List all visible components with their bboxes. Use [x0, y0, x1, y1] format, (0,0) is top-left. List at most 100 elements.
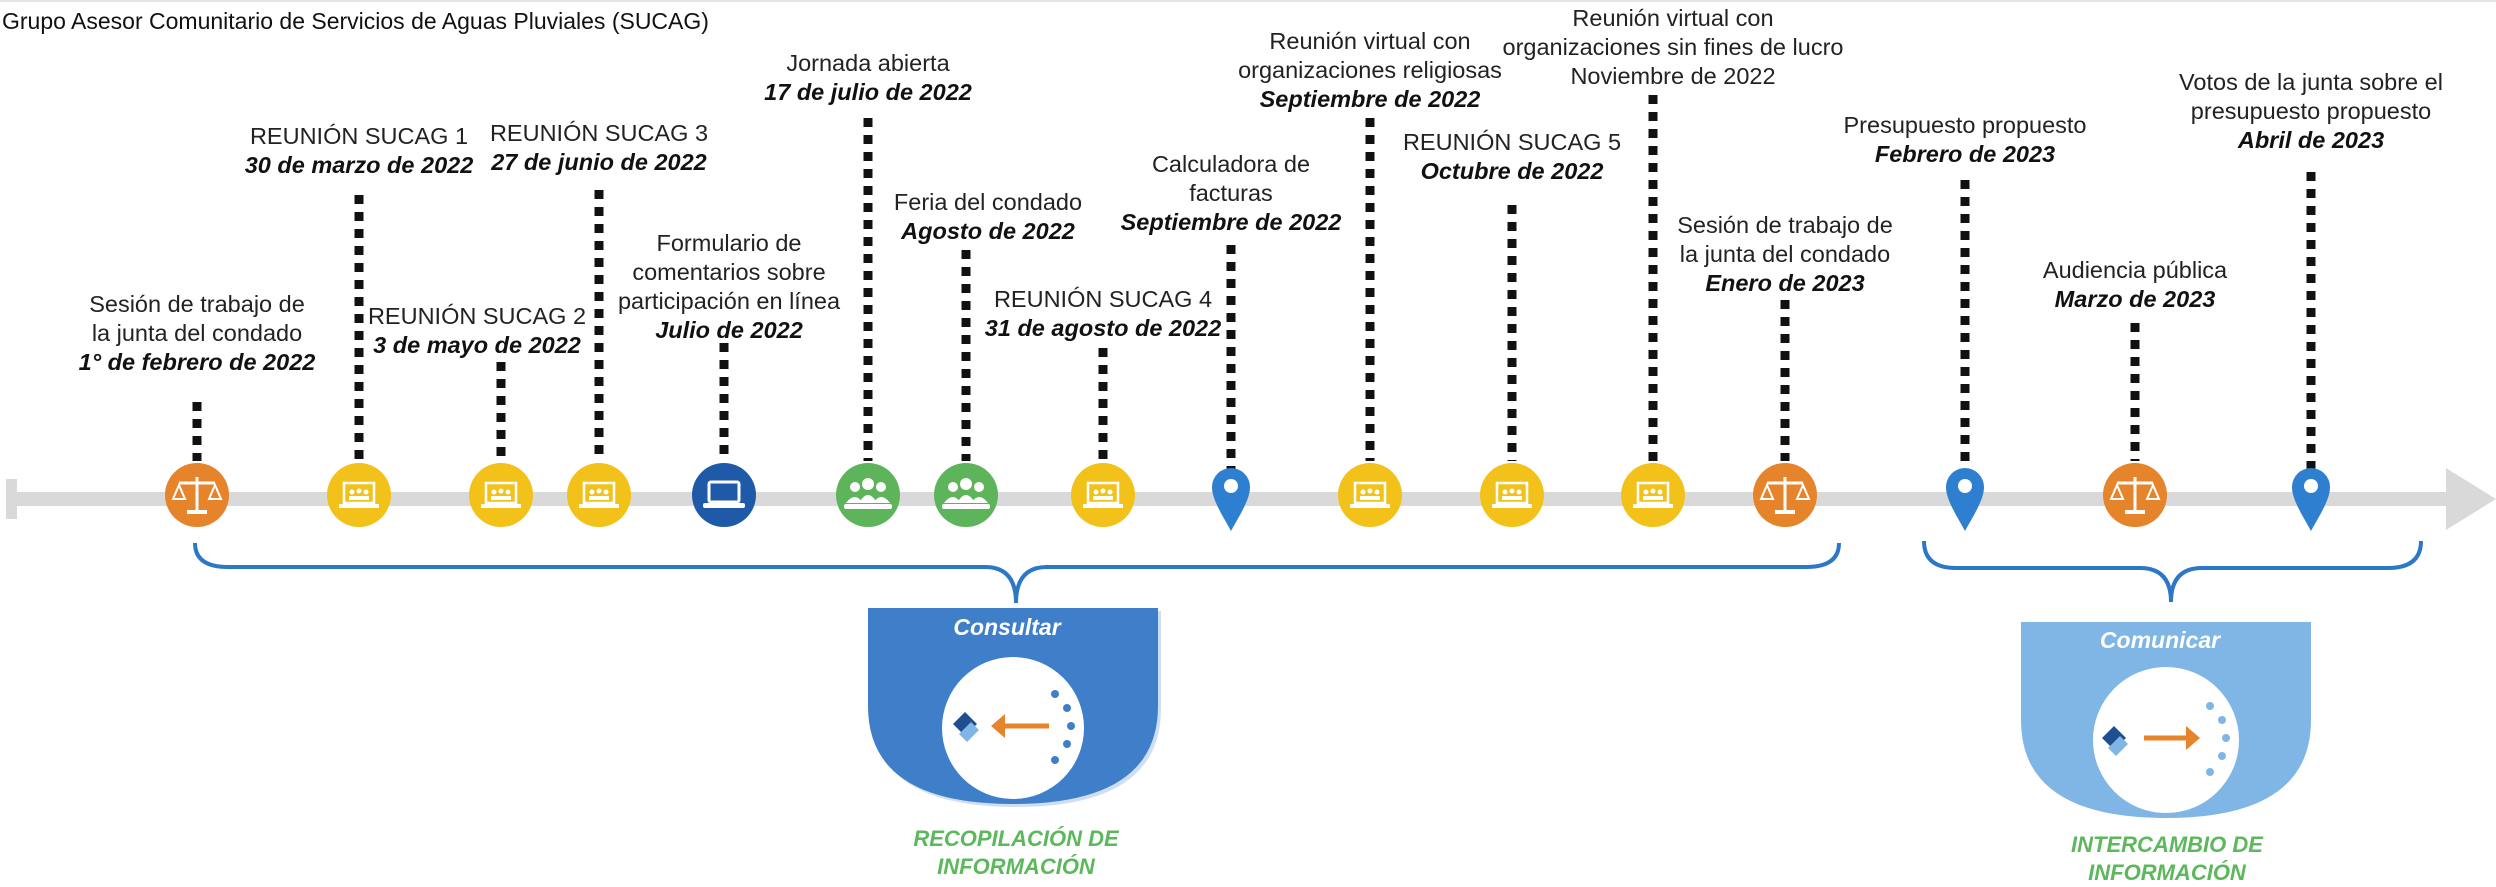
event-text-line: Jornada abierta — [786, 50, 950, 76]
event-date: 27 de junio de 2022 — [491, 149, 707, 175]
event-label-e12: Reunión virtual con organizaciones sin fi… — [1503, 4, 1844, 91]
marker-e3 — [469, 463, 533, 527]
laptop-meeting-icon — [1338, 463, 1402, 527]
event-text-line: organizaciones religiosas — [1238, 57, 1502, 83]
location-pin-icon — [1212, 468, 1250, 531]
marker-e4 — [567, 463, 631, 527]
event-date: 3 de mayo de 2022 — [373, 332, 581, 358]
consult-badge-title: Consultar — [953, 614, 1061, 640]
marker-e11 — [1480, 463, 1544, 527]
event-text-line: la junta del condado — [91, 320, 303, 346]
page-title: Grupo Asesor Comunitario de Servicios de… — [2, 8, 709, 34]
marker-e2 — [327, 463, 391, 527]
marker-e6 — [836, 463, 900, 527]
communicate-caption-line-2: INFORMACIÓN — [2088, 860, 2246, 885]
event-date: 30 de marzo de 2022 — [244, 152, 474, 178]
laptop-meeting-icon — [567, 463, 631, 527]
event-text-line: organizaciones sin fines de lucro — [1502, 34, 1844, 60]
consult-caption-line-1: RECOPILACIÓN DE — [913, 826, 1119, 851]
laptop-meeting-icon — [327, 463, 391, 527]
laptop-icon — [692, 463, 756, 527]
event-text-line: REUNIÓN SUCAG 1 — [249, 123, 469, 149]
consult-caption: RECOPILACIÓN DE INFORMACIÓN — [913, 825, 1118, 881]
communicate-badge-title: Comunicar — [2099, 627, 2221, 653]
event-label-e3: REUNIÓN SUCAG 2 3 de mayo de 2022 — [368, 302, 586, 360]
event-date: Marzo de 2023 — [2054, 286, 2216, 312]
marker-e1 — [165, 463, 229, 527]
laptop-meeting-icon — [1071, 463, 1135, 527]
arrow-out-icon — [2102, 726, 2200, 756]
event-date: 31 de agosto de 2022 — [984, 315, 1222, 341]
event-date: 17 de julio de 2022 — [764, 79, 972, 105]
event-markers — [165, 463, 2330, 531]
event-date: Septiembre de 2022 — [1120, 209, 1342, 235]
event-text-line: Presupuesto propuesto — [1843, 112, 2087, 138]
location-pin-icon — [2292, 468, 2330, 531]
marker-e12 — [1621, 463, 1685, 527]
event-text-line: la junta del condado — [1679, 241, 1891, 267]
marker-e13 — [1753, 463, 1817, 527]
top-border — [0, 0, 2496, 2]
event-label-e2: REUNIÓN SUCAG 1 30 de marzo de 2022 — [245, 122, 474, 180]
event-text-line: REUNIÓN SUCAG 4 — [993, 286, 1213, 312]
event-text-line: REUNIÓN SUCAG 2 — [367, 303, 587, 329]
event-text-line: REUNIÓN SUCAG 5 — [1402, 129, 1622, 155]
event-text-line: facturas — [1189, 180, 1273, 206]
arrow-in-icon — [953, 712, 1049, 742]
event-text-line: Votos de la junta sobre el — [2179, 69, 2443, 95]
people-icon — [836, 463, 900, 527]
event-label-e6: Jornada abierta 17 de julio de 2022 — [764, 49, 972, 107]
people-icon — [934, 463, 998, 527]
communicate-badge — [2021, 622, 2311, 818]
location-pin-icon — [1946, 468, 1984, 531]
marker-e15 — [2103, 463, 2167, 527]
event-date: Octubre de 2022 — [1420, 158, 1604, 184]
marker-e7 — [934, 463, 998, 527]
communicate-caption-line-1: INTERCAMBIO DE — [2071, 832, 2263, 857]
event-text-line: Noviembre de 2022 — [1570, 63, 1776, 89]
consult-badge — [868, 608, 1161, 807]
event-label-e1: Sesión de trabajo de la junta del condado… — [79, 290, 316, 377]
event-label-e5: Formulario de comentarios sobre participac… — [618, 229, 840, 345]
event-text-line: Audiencia pública — [2042, 257, 2228, 283]
event-text-line: Feria del condado — [893, 189, 1083, 215]
event-label-e4: REUNIÓN SUCAG 3 27 de junio de 2022 — [490, 119, 708, 177]
scales-icon — [2103, 463, 2167, 527]
event-text-line: Reunión virtual con — [1572, 5, 1774, 31]
event-text-line: REUNIÓN SUCAG 3 — [489, 120, 709, 146]
event-text-line: Sesión de trabajo de — [89, 291, 305, 317]
scales-icon — [165, 463, 229, 527]
event-label-e11: REUNIÓN SUCAG 5 Octubre de 2022 — [1403, 128, 1621, 186]
communicate-dots-icon — [2206, 702, 2230, 776]
event-label-e13: Sesión de trabajo de la junta del condado… — [1677, 211, 1893, 298]
marker-e5 — [692, 463, 756, 527]
consult-dots-icon — [1051, 690, 1075, 764]
event-text-line: Formulario de — [656, 230, 802, 256]
event-label-e10: Reunión virtual con organizaciones religi… — [1238, 27, 1502, 114]
event-text-line: comentarios sobre — [632, 259, 826, 285]
event-text-line: Sesión de trabajo de — [1677, 212, 1893, 238]
marker-e16 — [2292, 468, 2330, 531]
event-date: Julio de 2022 — [655, 317, 803, 343]
event-date: Enero de 2023 — [1705, 270, 1865, 296]
consult-caption-line-2: INFORMACIÓN — [937, 854, 1095, 879]
event-date: Febrero de 2023 — [1874, 141, 2056, 167]
event-date: 1° de febrero de 2022 — [78, 349, 316, 375]
event-date: Septiembre de 2022 — [1259, 86, 1481, 112]
communicate-caption: INTERCAMBIO DE INFORMACIÓN — [2071, 831, 2263, 887]
connector-lines — [192, 95, 2316, 469]
consult-brace — [193, 542, 1841, 604]
marker-e8 — [1071, 463, 1135, 527]
event-text-line: presupuesto propuesto — [2190, 98, 2432, 124]
event-text-line: Reunión virtual con — [1269, 28, 1471, 54]
event-label-e16: Votos de la junta sobre el presupuesto pr… — [2179, 68, 2443, 155]
event-date: Abril de 2023 — [2237, 127, 2385, 153]
event-label-e8: REUNIÓN SUCAG 4 31 de agosto de 2022 — [985, 285, 1221, 343]
scales-icon — [1753, 463, 1817, 527]
marker-e14 — [1946, 468, 1984, 531]
event-text-line: participación en línea — [617, 288, 841, 314]
